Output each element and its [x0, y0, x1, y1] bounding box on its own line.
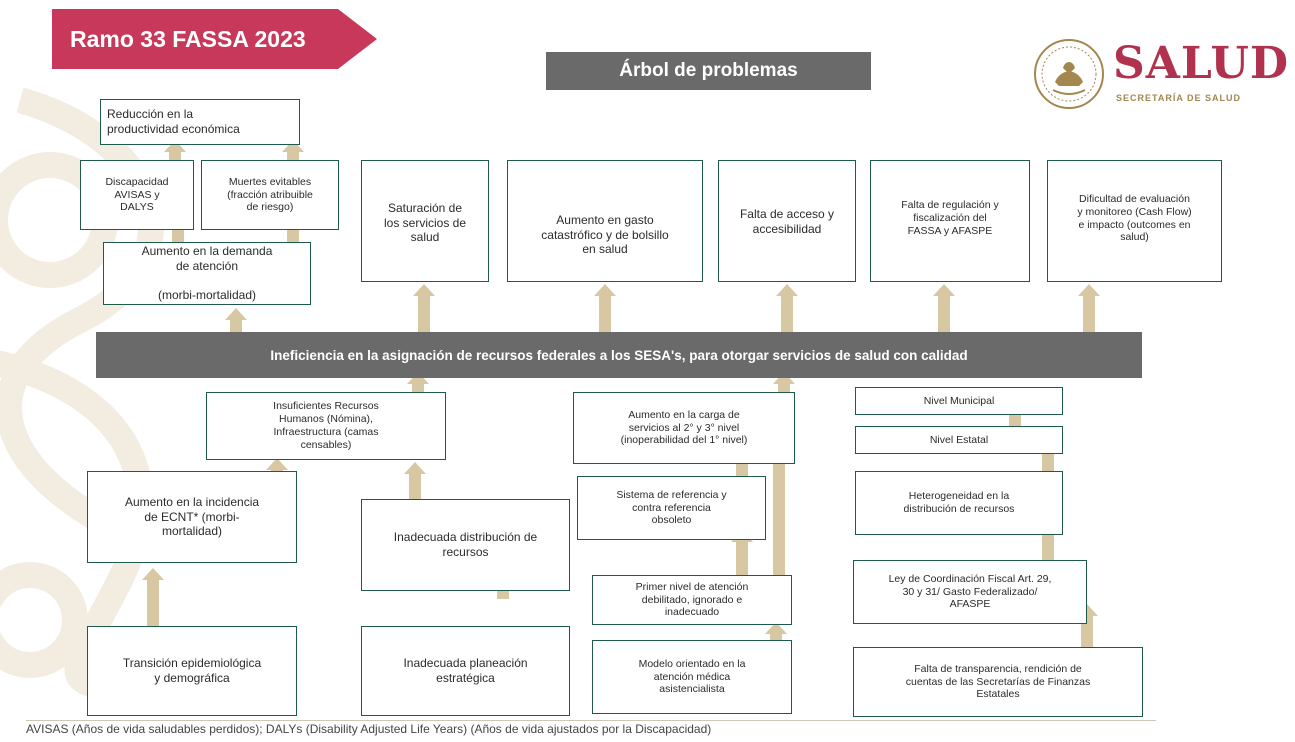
- cause-label: Transición epidemiológica y demográfica: [122, 656, 262, 685]
- up-arrow-icon: [765, 622, 787, 640]
- cause-label: Insuficientes Recursos Humanos (Nómina),…: [273, 400, 379, 451]
- up-arrow-icon: [933, 284, 955, 332]
- up-arrow-icon: [1078, 284, 1100, 332]
- effect-label: Falta de regulación y fiscalización del …: [901, 199, 999, 237]
- effect-gasto-catastrofico: Aumento en gasto catastrófico y de bolsi…: [507, 160, 703, 282]
- effect-reduccion-productividad: Reducción en la productividad económica: [100, 99, 300, 145]
- up-arrow-icon: [594, 284, 616, 332]
- up-arrow-icon: [142, 568, 164, 626]
- salud-logo-subtitle: SECRETARÍA DE SALUD: [1116, 93, 1242, 103]
- up-arrow-icon: [413, 284, 435, 332]
- up-arrow-icon: [776, 284, 798, 332]
- cause-label: Nivel Municipal: [923, 394, 995, 407]
- cause-falta-transparencia: Falta de transparencia, rendición de cue…: [853, 647, 1143, 717]
- effect-falta-acceso: Falta de acceso y accesibilidad: [718, 160, 856, 282]
- up-arrow-icon: [407, 372, 429, 392]
- up-arrow-icon: [282, 140, 304, 160]
- effect-muertes-evitables: Muertes evitables (fracción atribuible d…: [201, 160, 339, 230]
- cause-recursos-humanos: Insuficientes Recursos Humanos (Nómina),…: [206, 392, 446, 460]
- cause-label: Inadecuada planeación estratégica: [403, 656, 528, 685]
- effect-label: Saturación de los servicios de salud: [383, 201, 467, 245]
- banner-text: Ramo 33 FASSA 2023: [70, 25, 306, 52]
- up-arrow-icon: [731, 530, 753, 575]
- effect-label: Aumento en gasto catastrófico y de bolsi…: [541, 213, 669, 257]
- cause-incidencia-ecnt: Aumento en la incidencia de ECNT* (morbi…: [87, 471, 297, 563]
- section-banner: Ramo 33 FASSA 2023: [52, 9, 377, 69]
- cause-label: Falta de transparencia, rendición de cue…: [905, 662, 1091, 701]
- effect-discapacidad: Discapacidad AVISAS y DALYS: [80, 160, 194, 230]
- cause-transicion-epidemiologica: Transición epidemiológica y demográfica: [87, 626, 297, 716]
- up-arrow-icon: [773, 372, 795, 392]
- page-title-text: Árbol de problemas: [619, 60, 798, 81]
- effect-falta-regulacion: Falta de regulación y fiscalización del …: [870, 160, 1030, 282]
- effect-label: Falta de acceso y accesibilidad: [739, 207, 835, 236]
- cause-carga-servicios: Aumento en la carga de servicios al 2° y…: [573, 392, 795, 464]
- effect-saturacion-servicios: Saturación de los servicios de salud: [361, 160, 489, 282]
- footer-divider: [26, 720, 1156, 721]
- up-arrow-icon: [768, 448, 790, 575]
- up-arrow-icon: [266, 458, 288, 471]
- effect-label: Muertes evitables (fracción atribuible d…: [227, 175, 313, 214]
- core-problem: Ineficiencia en la asignación de recurso…: [96, 332, 1142, 378]
- effect-dificultad-evaluacion: Dificultad de evaluación y monitoreo (Ca…: [1047, 160, 1222, 282]
- cause-label: Ley de Coordinación Fiscal Art. 29, 30 y…: [888, 572, 1052, 611]
- effect-label: Reducción en la productividad económica: [107, 107, 240, 136]
- cause-label: Inadecuada distribución de recursos: [393, 530, 538, 559]
- cause-label: Heterogeneidad en la distribución de rec…: [903, 490, 1015, 515]
- page-title: Árbol de problemas: [546, 52, 871, 90]
- cause-modelo-asistencialista: Modelo orientado en la atención médica a…: [592, 640, 792, 714]
- cause-ley-coordinacion-fiscal: Ley de Coordinación Fiscal Art. 29, 30 y…: [853, 560, 1087, 624]
- cause-heterogeneidad-recursos: Heterogeneidad en la distribución de rec…: [855, 471, 1063, 535]
- effect-label: Dificultad de evaluación y monitoreo (Ca…: [1077, 193, 1192, 244]
- cause-nivel-municipal: Nivel Municipal: [855, 387, 1063, 415]
- up-arrow-icon: [225, 308, 247, 332]
- cause-label: Modelo orientado en la atención médica a…: [638, 657, 746, 696]
- footnote: AVISAS (Años de vida saludables perdidos…: [26, 722, 712, 736]
- government-seal-icon: [1034, 39, 1104, 109]
- up-arrow-icon: [404, 462, 426, 499]
- cause-primer-nivel: Primer nivel de atención debilitado, ign…: [592, 575, 792, 625]
- cause-label: Sistema de referencia y contra referenci…: [616, 488, 727, 527]
- cause-label: Primer nivel de atención debilitado, ign…: [635, 580, 749, 619]
- up-arrow-icon: [164, 140, 186, 160]
- cause-label: Nivel Estatal: [929, 433, 989, 446]
- cause-label: Aumento en la incidencia de ECNT* (morbi…: [124, 495, 260, 539]
- cause-nivel-estatal: Nivel Estatal: [855, 426, 1063, 454]
- cause-sistema-referencia: Sistema de referencia y contra referenci…: [577, 476, 766, 540]
- effect-demanda-atencion: Aumento en la demanda de atención (morbi…: [103, 242, 311, 305]
- cause-distribucion-recursos: Inadecuada distribución de recursos: [361, 499, 570, 591]
- effect-label: Discapacidad AVISAS y DALYS: [105, 175, 169, 214]
- cause-label: Aumento en la carga de servicios al 2° y…: [620, 408, 748, 447]
- core-problem-label: Ineficiencia en la asignación de recurso…: [270, 347, 968, 363]
- cause-planeacion-estrategica: Inadecuada planeación estratégica: [361, 626, 570, 716]
- salud-logo: SALUD: [1113, 38, 1289, 89]
- effect-label: Aumento en la demanda de atención (morbi…: [141, 244, 273, 303]
